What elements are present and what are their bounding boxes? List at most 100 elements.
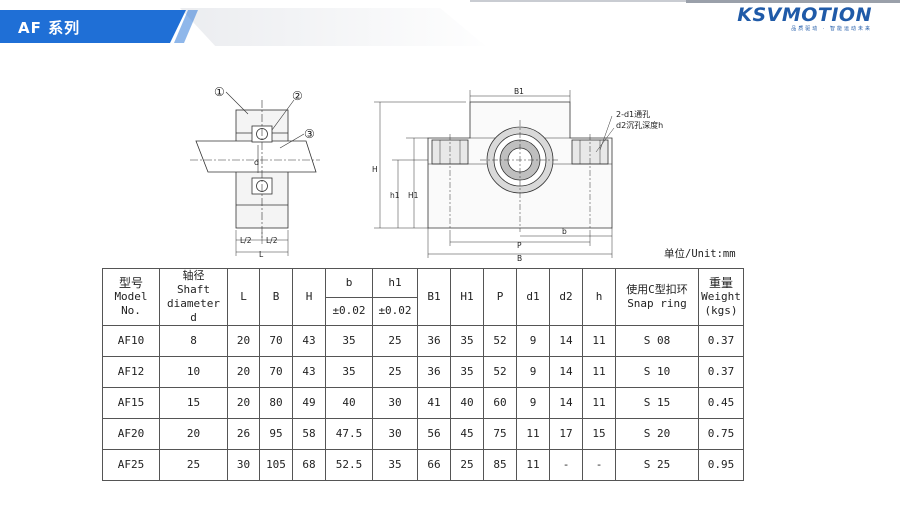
th-d2: d2 (549, 268, 583, 326)
dim-b: b (562, 227, 567, 236)
header-row-2: ±0.02 ±0.02 (103, 296, 744, 326)
table-cell: 9 (516, 356, 550, 388)
header-background (0, 0, 900, 46)
callout-3: ③ (304, 127, 315, 141)
th-snap-ring: 使用C型扣环 Snap ring (615, 268, 699, 326)
th-weight: 重量 Weight (kgs) (698, 268, 744, 326)
table-cell: 17 (549, 418, 583, 450)
th-H: H (292, 268, 326, 326)
table-cell: 85 (483, 449, 517, 481)
table-cell: 26 (227, 418, 260, 450)
table-cell: 41 (417, 387, 451, 419)
table-cell: 52.5 (325, 449, 373, 481)
th-d1: d1 (516, 268, 550, 326)
side-section-view: d ① ② ③ L/2 L/2 L (190, 85, 320, 259)
table-cell: 66 (417, 449, 451, 481)
table-cell: 0.45 (698, 387, 744, 419)
table-cell: 9 (516, 387, 550, 419)
table-cell: 15 (582, 418, 616, 450)
dim-P: P (517, 241, 522, 250)
dim-d: d (254, 158, 259, 167)
table-cell: 14 (549, 387, 583, 419)
dim-B: B (517, 254, 522, 263)
th-shaft: 轴径 Shaft diameter d (159, 268, 228, 326)
table-cell: 9 (516, 325, 550, 357)
table-cell: 15 (159, 387, 228, 419)
table-cell: 11 (516, 418, 550, 450)
table-cell: 70 (259, 325, 293, 357)
technical-drawing: d ① ② ③ L/2 L/2 L (190, 85, 663, 263)
table-cell: 20 (159, 418, 228, 450)
th-h1-tolerance: ±0.02 (372, 296, 418, 326)
table-cell: 0.95 (698, 449, 744, 481)
table-cell: 75 (483, 418, 517, 450)
table-cell: 43 (292, 356, 326, 388)
table-cell: - (549, 449, 583, 481)
spec-table: 型号 Model No. 轴径 Shaft diameter d L B H b… (102, 268, 744, 481)
table-cell: 0.75 (698, 418, 744, 450)
table-cell: 10 (159, 356, 228, 388)
table-cell: 25 (450, 449, 484, 481)
brand-logo: KSVMOTION 品质驱动 · 智能运动未来 (737, 4, 872, 32)
table-cell: 52 (483, 325, 517, 357)
table-cell: 11 (582, 356, 616, 388)
table-cell: S 25 (615, 449, 699, 481)
callout-1: ① (214, 85, 225, 99)
th-B: B (259, 268, 293, 326)
table-cell: 105 (259, 449, 293, 481)
table-cell: 8 (159, 325, 228, 357)
th-h: h (582, 268, 616, 326)
table-cell: 36 (417, 356, 451, 388)
note-counterbore: d2沉孔深度h (616, 120, 663, 130)
dim-half-left: L/2 (240, 236, 252, 245)
table-cell: 25 (159, 449, 228, 481)
table-cell: 58 (292, 418, 326, 450)
header-row-1: 型号 Model No. 轴径 Shaft diameter d L B H b… (102, 268, 744, 326)
th-P: P (483, 268, 517, 326)
table-cell: AF15 (102, 387, 160, 419)
table-cell: 11 (582, 387, 616, 419)
dim-L-left: L (259, 250, 264, 259)
shaft (195, 140, 317, 173)
table-cell: 52 (483, 356, 517, 388)
table-cell: 45 (450, 418, 484, 450)
table-cell: - (582, 449, 616, 481)
dim-B1: B1 (514, 87, 524, 96)
table-cell: S 08 (615, 325, 699, 357)
th-b: b (325, 268, 373, 298)
table-cell: 36 (417, 325, 451, 357)
table-cell: 30 (227, 449, 260, 481)
table-cell: S 10 (615, 356, 699, 388)
table-cell: AF12 (102, 356, 160, 388)
th-B1: B1 (417, 268, 451, 326)
th-h1: h1 (372, 268, 418, 298)
table-cell: AF20 (102, 418, 160, 450)
table-cell: 25 (372, 356, 418, 388)
table-cell: 30 (372, 418, 418, 450)
table-cell: 35 (450, 356, 484, 388)
table-cell: 47.5 (325, 418, 373, 450)
table-cell: 20 (227, 356, 260, 388)
table-cell: 95 (259, 418, 293, 450)
table-cell: 35 (372, 449, 418, 481)
table-cell: 80 (259, 387, 293, 419)
callout-2: ② (292, 89, 303, 103)
table-cell: 11 (516, 449, 550, 481)
table-cell: 35 (450, 325, 484, 357)
note-through-hole: 2-d1通孔 (616, 109, 650, 119)
table-cell: 14 (549, 325, 583, 357)
table-cell: 35 (325, 356, 373, 388)
table-cell: 43 (292, 325, 326, 357)
table-cell: 56 (417, 418, 451, 450)
table-cell: S 15 (615, 387, 699, 419)
table-cell: 40 (325, 387, 373, 419)
table-cell: 20 (227, 387, 260, 419)
unit-label: 单位/Unit:mm (664, 248, 736, 260)
table-cell: 30 (372, 387, 418, 419)
